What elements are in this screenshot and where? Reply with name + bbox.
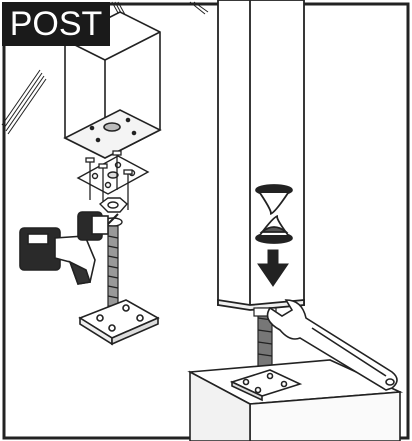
- threaded-rod: [107, 225, 119, 307]
- anchor-plate: [229, 369, 303, 402]
- hourglass-icon: [255, 184, 293, 244]
- down-arrow-icon: [257, 249, 289, 287]
- top-plate: [76, 155, 150, 195]
- decorative-hatching: [1, 1, 209, 135]
- cordless-drill-icon: [19, 211, 119, 285]
- bottom-plate: [78, 299, 160, 346]
- left-post: [63, 11, 162, 159]
- right-post: [217, 0, 305, 311]
- anchor-screws: [85, 150, 133, 210]
- adjustable-wrench-icon: [266, 299, 398, 391]
- section-title-badge: POST: [2, 2, 110, 46]
- section-title: POST: [9, 5, 103, 43]
